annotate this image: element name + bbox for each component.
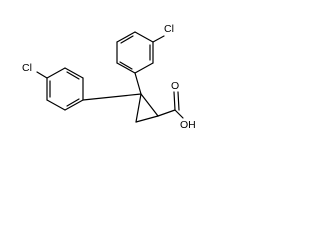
double-bond bbox=[119, 61, 133, 70]
carbonyl-oxygen-label: O bbox=[171, 80, 179, 92]
bond bbox=[46, 99, 66, 111]
bond bbox=[46, 67, 66, 79]
chlorine-left-label: Cl bbox=[22, 62, 32, 74]
chlorine-top-label: Cl bbox=[164, 23, 174, 35]
cyclopropane-ring bbox=[135, 93, 159, 123]
chlorophenyl-ring-left bbox=[36, 67, 84, 111]
bond bbox=[134, 31, 154, 43]
bond-to-chlorine bbox=[152, 35, 165, 43]
double-bond bbox=[66, 71, 80, 80]
bond bbox=[134, 62, 154, 74]
bond bbox=[157, 109, 176, 117]
bond-to-hydroxyl bbox=[174, 109, 184, 119]
bond bbox=[116, 62, 136, 74]
bond-to-chlorine bbox=[36, 71, 48, 79]
chemical-structure: Cl Cl O OH bbox=[22, 23, 196, 131]
double-bond bbox=[66, 98, 80, 107]
bond bbox=[64, 67, 84, 79]
bond bbox=[135, 115, 159, 123]
carbonyl-double-bond bbox=[177, 91, 180, 111]
hydroxyl-label: OH bbox=[180, 119, 196, 131]
bond bbox=[64, 99, 84, 111]
bond bbox=[140, 93, 159, 117]
bond-to-ring-left bbox=[82, 93, 142, 101]
bond bbox=[116, 31, 136, 43]
carbonyl-double-bond bbox=[173, 91, 176, 111]
carboxylic-acid-group bbox=[157, 91, 184, 119]
chlorophenyl-ring-top bbox=[116, 31, 165, 74]
bond bbox=[135, 93, 142, 123]
bond-to-ring-top bbox=[134, 72, 142, 95]
double-bond bbox=[120, 35, 134, 44]
